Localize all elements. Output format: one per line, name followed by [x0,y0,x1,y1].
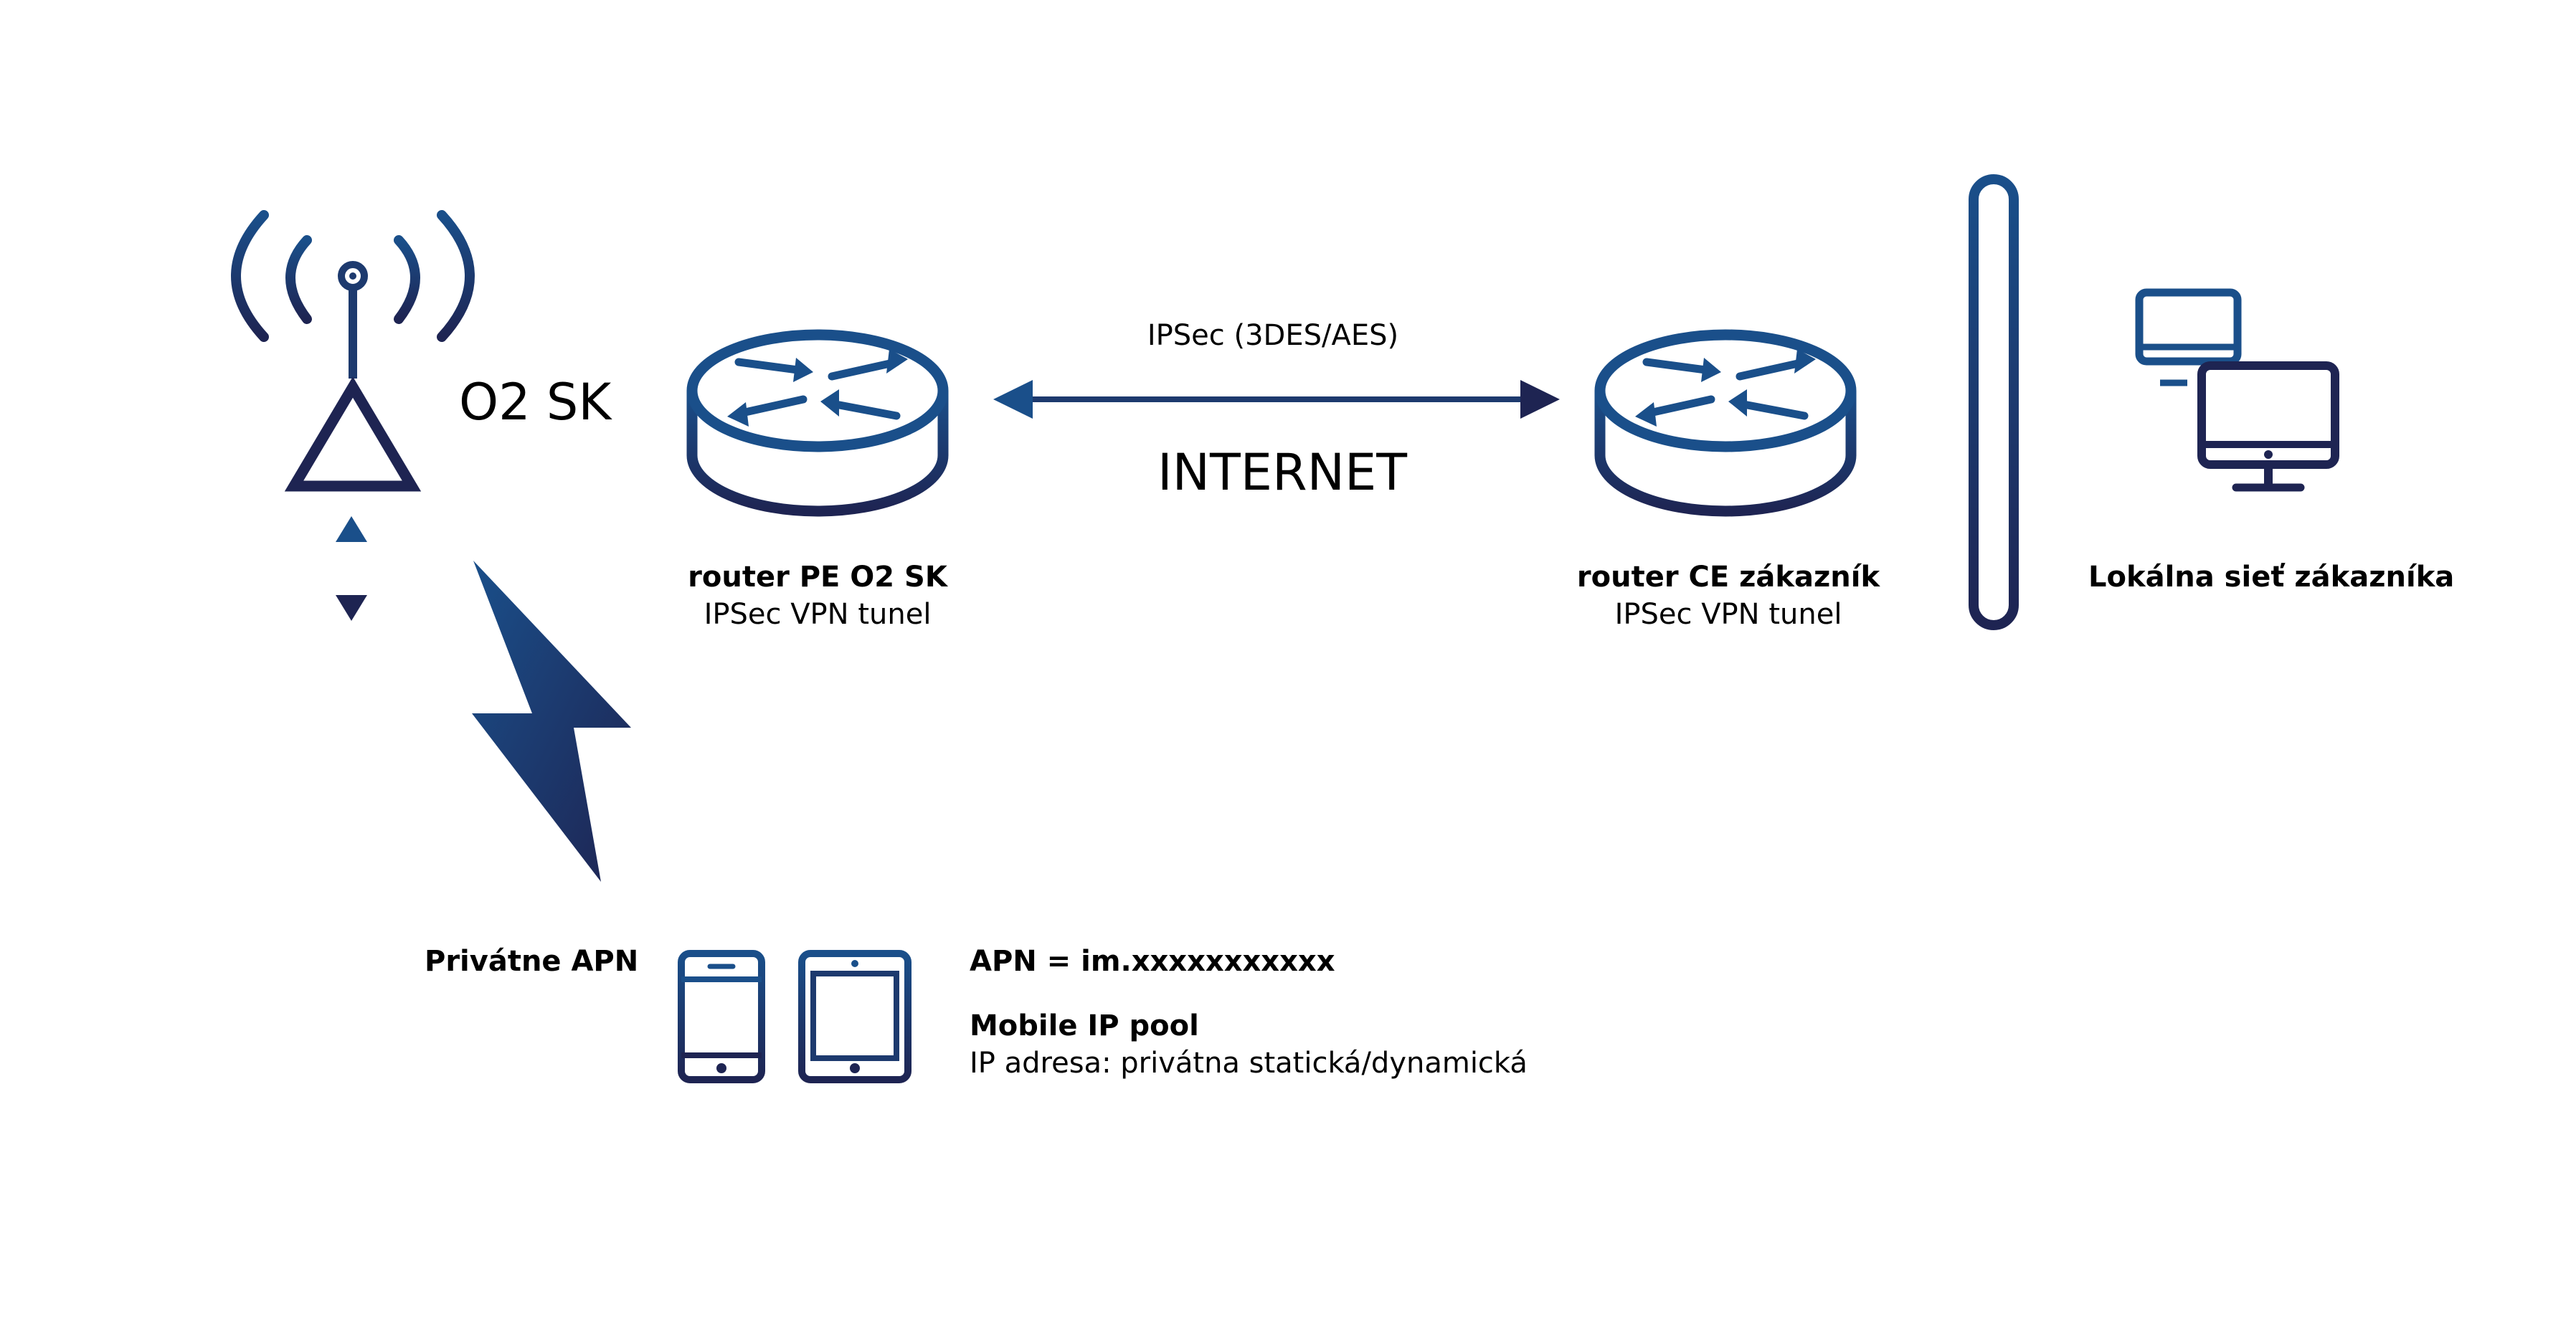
desktop-computer-icon [2197,361,2339,492]
apn-name-label: APN = im.xxxxxxxxxxx [970,945,1335,978]
bidirectional-arrow-icon [336,516,367,621]
firewall-icon [1969,174,2019,630]
ipsec-encryption-label: IPSec (3DES/AES) [1147,319,1399,352]
internet-label: INTERNET [1157,443,1407,502]
customer-lan-label: Lokálna sieť zákazníka [2088,561,2455,594]
radio-waves-icon [231,210,475,342]
antenna-icon [284,261,422,492]
tunnel-arrow [993,380,1560,419]
router-pe-subtitle: IPSec VPN tunel [704,598,932,631]
mobile-ip-pool-title: Mobile IP pool [970,1009,1199,1042]
tablet-icon [798,950,911,1083]
router-ce-subtitle: IPSec VPN tunel [1614,598,1842,631]
router-pe-name: router PE O2 SK [688,561,947,594]
router-ce-name: router CE zákazník [1576,561,1880,594]
smartphone-icon [678,950,765,1083]
ip-address-description: IP adresa: privátna statická/dynamická [970,1047,1528,1080]
private-apn-label: Privátne APN [425,945,639,978]
operator-label: O2 SK [459,373,612,432]
desktop-computer-icon [2135,288,2242,386]
router-ce-icon [1594,329,1857,517]
router-pe-icon [686,329,949,517]
lightning-icon [472,561,631,882]
